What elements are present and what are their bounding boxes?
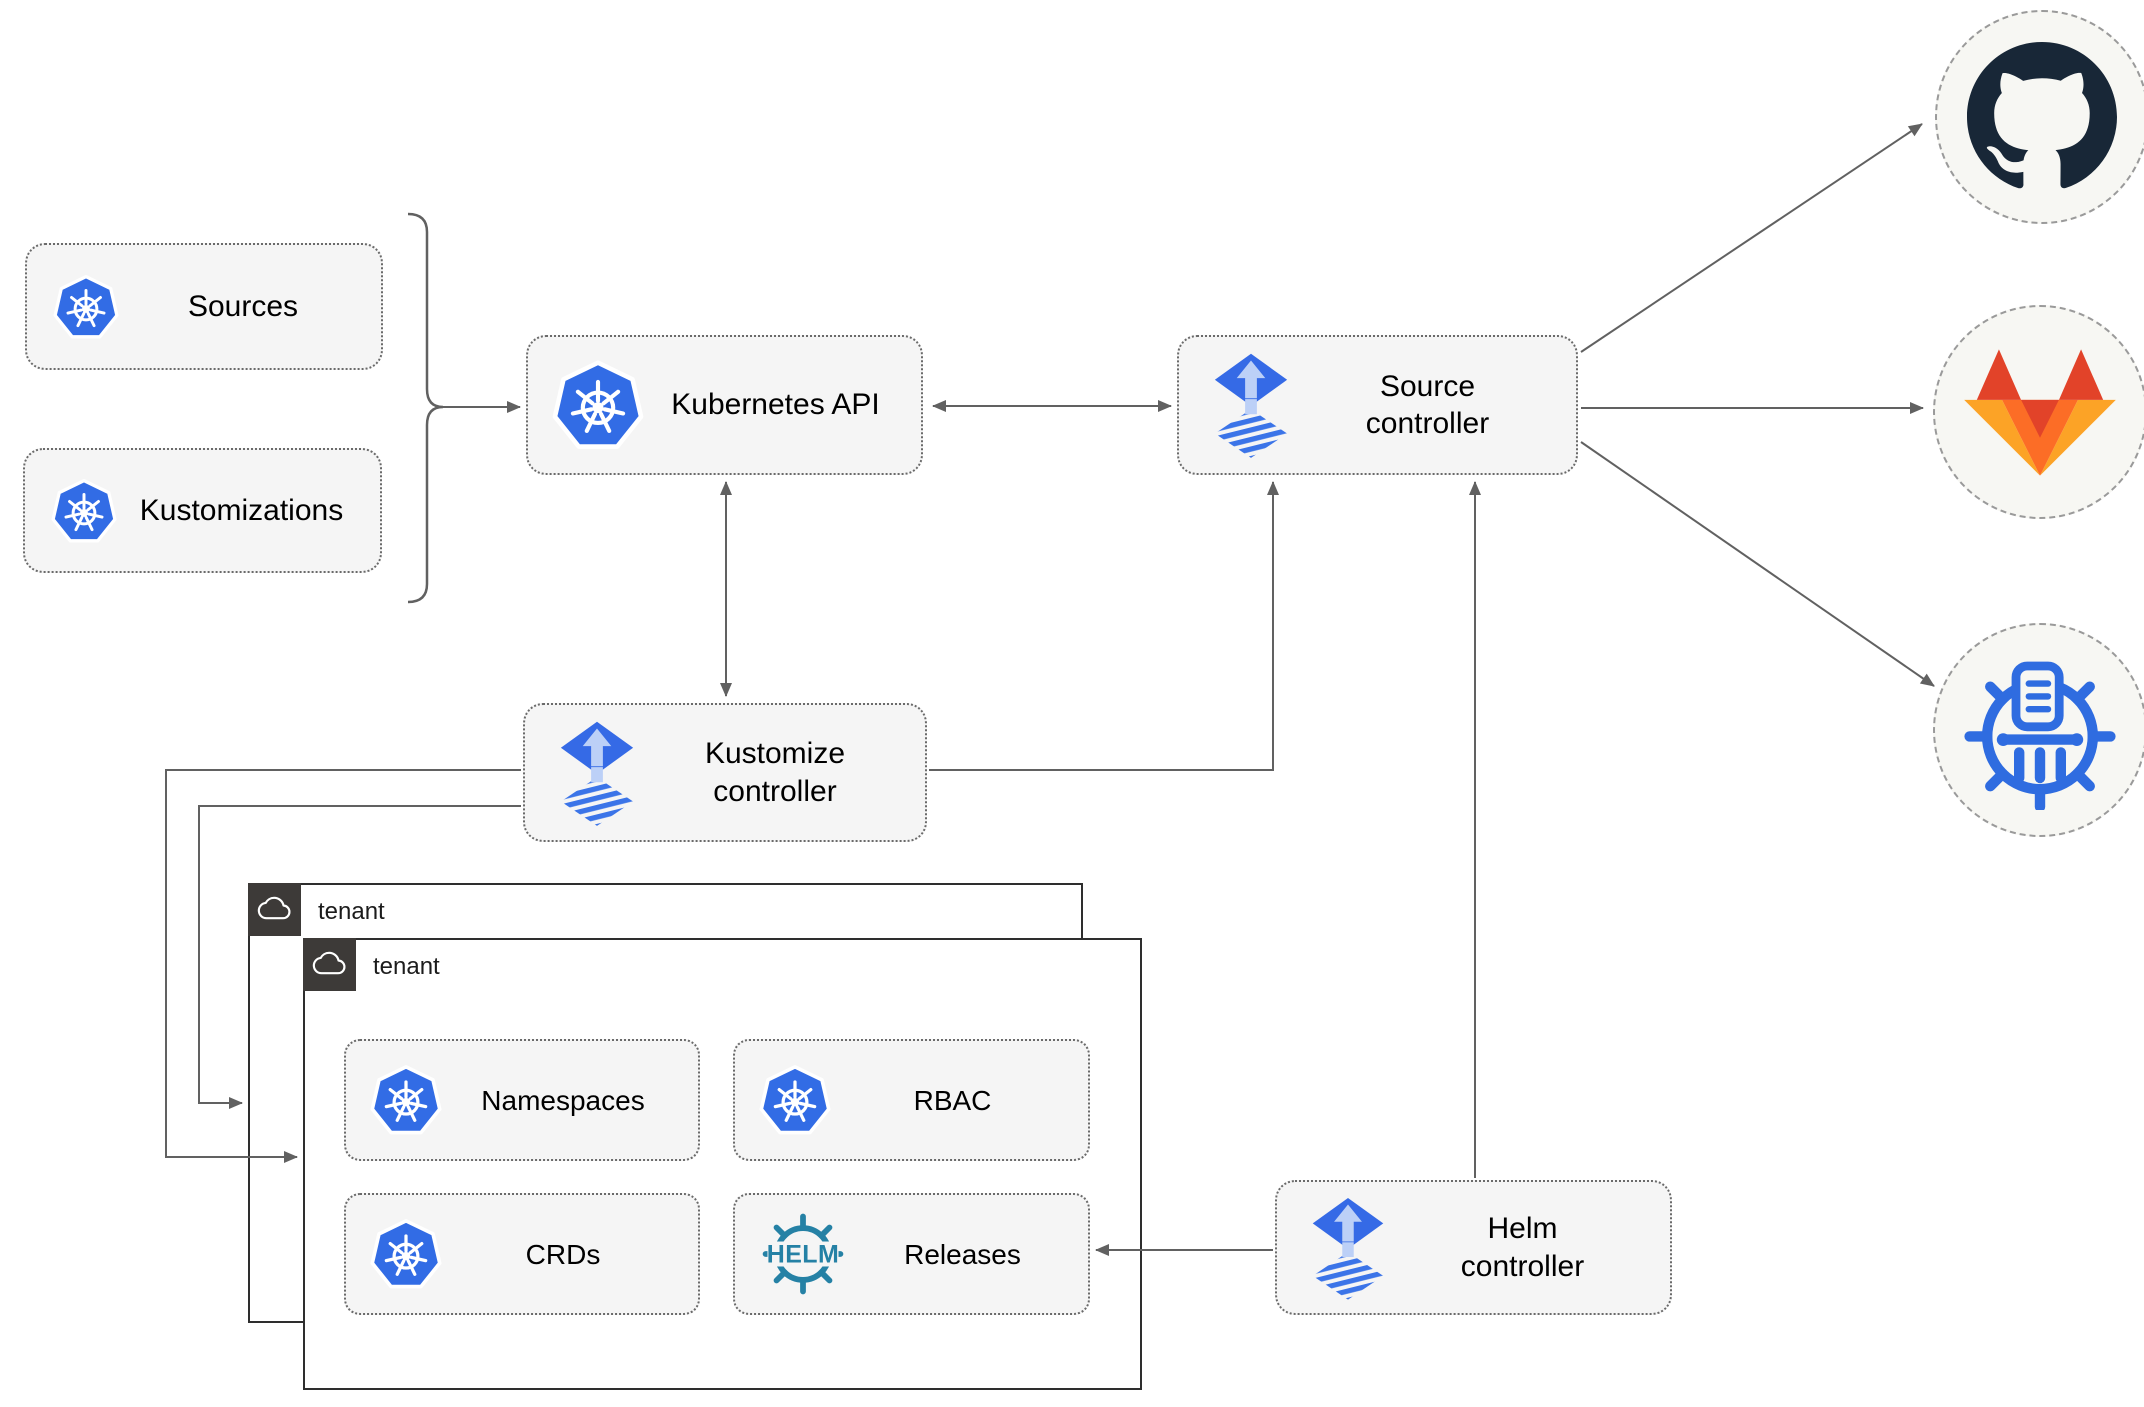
tenant-front-label: tenant (373, 953, 440, 980)
node-label: CRDs (525, 1238, 601, 1270)
remote-gitlab (1933, 305, 2144, 519)
node-label: Helm controller (1460, 1212, 1585, 1283)
cloud-icon (312, 951, 346, 975)
connector-kustomize-to-source (929, 481, 1279, 771)
chartmuseum-wheel-icon (1964, 661, 2116, 810)
connector-source-to-github (1580, 123, 1923, 353)
node-label: Sources (187, 289, 299, 323)
kubernetes-icon (370, 1218, 442, 1290)
remote-github (1935, 10, 2144, 224)
helm-logo-icon: HELM (755, 1206, 851, 1302)
helm-logo-text: HELM (767, 1241, 840, 1269)
node-releases: HELM Releases (733, 1193, 1090, 1315)
kubernetes-icon (759, 1064, 831, 1136)
tenant-box-front: tenant (302, 937, 1142, 1390)
flux-icon (1307, 1196, 1389, 1300)
kubernetes-icon (370, 1064, 442, 1136)
remote-chartmuseum (1933, 623, 2144, 837)
node-label: Kustomize controller (704, 737, 846, 808)
cloud-icon (257, 896, 291, 920)
tenant-badge (247, 882, 301, 936)
node-label: Source controller (1365, 369, 1490, 441)
connector-source-to-chartmuseum (1580, 441, 1935, 687)
node-label: RBAC (913, 1084, 992, 1116)
kubernetes-icon (51, 478, 117, 544)
node-kubernetes-api: Kubernetes API (526, 335, 923, 475)
kubernetes-icon (53, 274, 119, 340)
node-label: Kubernetes API (671, 388, 880, 422)
flux-icon (555, 720, 639, 826)
node-label: Releases (904, 1238, 1021, 1270)
node-rbac: RBAC (733, 1039, 1090, 1161)
node-kustomize-controller: Kustomize controller (523, 703, 927, 842)
node-label: Kustomizations (139, 493, 344, 527)
node-kustomizations: Kustomizations (23, 448, 382, 573)
node-helm-controller: Helm controller (1275, 1180, 1672, 1315)
gitlab-tanuki-icon (1964, 348, 2116, 476)
flux-icon (1209, 352, 1293, 458)
node-source-controller: Source controller (1177, 335, 1578, 475)
kubernetes-icon (552, 359, 644, 451)
tenant-badge (302, 937, 356, 991)
node-namespaces: Namespaces (344, 1039, 700, 1161)
node-sources: Sources (25, 243, 383, 370)
github-octocat-icon (1967, 42, 2117, 189)
node-label: Namespaces (481, 1084, 645, 1116)
brace-sources-group (407, 212, 444, 604)
node-crds: CRDs (344, 1193, 700, 1315)
tenant-back-label: tenant (318, 898, 385, 925)
